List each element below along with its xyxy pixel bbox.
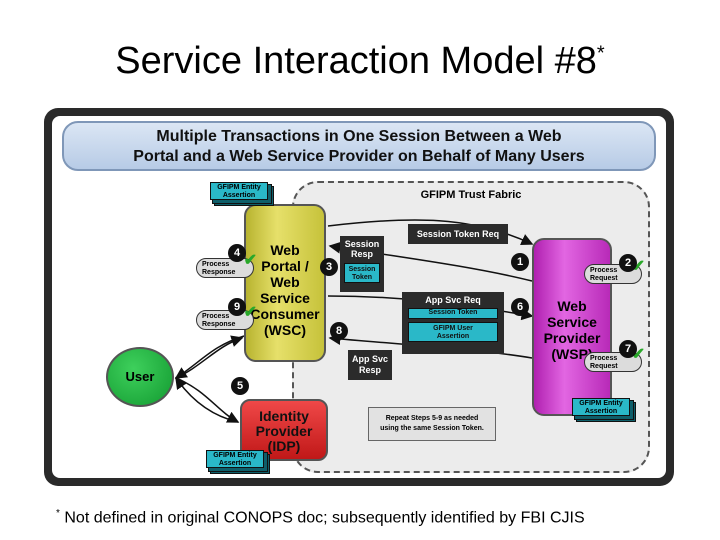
arrow-idp-to-user xyxy=(175,376,239,423)
slide-title: Service Interaction Model #8* xyxy=(0,40,720,83)
web-service-provider: Web Service Provider (WSP) xyxy=(532,238,612,416)
pill-line: Process xyxy=(590,267,618,274)
pill-line: Response xyxy=(202,269,236,276)
note-line: using the same Session Token. xyxy=(380,425,484,432)
wsc-line: (WSC) xyxy=(264,322,306,338)
step-2: 2 xyxy=(619,254,637,272)
user-assertion-line: Assertion xyxy=(436,333,470,340)
idp-line: (IDP) xyxy=(267,438,301,454)
step-1: 1 xyxy=(511,253,529,271)
session-token-card: Session Token xyxy=(408,308,498,319)
session-token-card: Session Token xyxy=(344,263,380,283)
user-assertion-line: GFIPM User xyxy=(433,325,473,332)
assertion-line: GFIPM Entity xyxy=(217,184,261,191)
diagram-frame: Multiple Transactions in One Session Bet… xyxy=(44,108,674,486)
arrow-user-to-wsc xyxy=(175,335,244,379)
step-3: 3 xyxy=(320,258,338,276)
step-8: 8 xyxy=(330,322,348,340)
app-svc-req-label: App Svc Req xyxy=(425,295,481,305)
session-resp-line: Session xyxy=(344,239,380,249)
check-icon: ✔ xyxy=(243,304,257,321)
assertion-line: Assertion xyxy=(218,460,252,467)
session-token-line: Session xyxy=(348,266,376,273)
diagram-banner: Multiple Transactions in One Session Bet… xyxy=(62,121,656,171)
step-4: 4 xyxy=(228,244,246,262)
arrow-session-token-req xyxy=(327,219,534,246)
pill-line: Process xyxy=(202,313,230,320)
app-svc-resp-line: Resp xyxy=(358,365,381,375)
assertion-line: Assertion xyxy=(222,192,256,199)
footnote: * Not defined in original CONOPS doc; su… xyxy=(56,508,585,527)
session-token-line: Token xyxy=(351,274,373,281)
wsc-line: Service xyxy=(260,290,310,306)
pill-line: Response xyxy=(202,321,236,328)
repeat-steps-note: Repeat Steps 5-9 as needed using the sam… xyxy=(368,407,496,441)
wsc-line: Portal / xyxy=(261,258,309,274)
wsp-line: (WSP) xyxy=(551,346,593,362)
title-asterisk: * xyxy=(596,42,605,65)
wsc-line: Web xyxy=(270,242,300,258)
session-token-req-message: Session Token Req xyxy=(408,224,508,244)
arrow-user-to-idp xyxy=(175,377,240,423)
footnote-text: Not defined in original CONOPS doc; subs… xyxy=(64,509,585,527)
pill-line: Process xyxy=(202,261,230,268)
note-line: Repeat Steps 5-9 as needed xyxy=(385,415,479,422)
web-service-consumer: Web Portal / Web Service Consumer (WSC) xyxy=(244,204,326,362)
wsp-line: Web xyxy=(557,298,587,314)
wsc-line: Web xyxy=(270,274,300,290)
banner-line-2: Portal and a Web Service Provider on Beh… xyxy=(133,148,585,165)
assertion-line: Assertion xyxy=(584,408,618,415)
assertion-line: GFIPM Entity xyxy=(213,452,257,459)
user-label: User xyxy=(125,369,155,384)
diagram-canvas: Multiple Transactions in One Session Bet… xyxy=(52,116,666,478)
step-9: 9 xyxy=(228,298,246,316)
wsp-line: Provider xyxy=(543,330,601,346)
session-resp-message: Session Resp Session Token xyxy=(340,236,384,292)
app-svc-resp-message: App Svc Resp xyxy=(348,350,392,380)
pill-line: Request xyxy=(590,363,618,370)
app-svc-req-message: App Svc Req Session Token GFIPM User Ass… xyxy=(402,292,504,354)
assertion-line: GFIPM Entity xyxy=(579,400,623,407)
step-6: 6 xyxy=(511,298,529,316)
pill-line: Process xyxy=(590,355,618,362)
wsp-line: Service xyxy=(547,314,597,330)
idp-line: Identity xyxy=(259,408,309,424)
title-text: Service Interaction Model #8 xyxy=(115,40,597,82)
session-resp-line: Resp xyxy=(350,249,373,259)
pill-line: Request xyxy=(590,275,618,282)
footnote-asterisk: * xyxy=(56,508,60,519)
trust-fabric-label: GFIPM Trust Fabric xyxy=(420,189,522,201)
user-assertion-card: GFIPM User Assertion xyxy=(408,322,498,342)
user-node: User xyxy=(106,347,174,407)
banner-line-1: Multiple Transactions in One Session Bet… xyxy=(156,128,562,145)
check-icon: ✔ xyxy=(243,252,257,269)
step-7: 7 xyxy=(619,340,637,358)
step-5: 5 xyxy=(231,377,249,395)
wsc-line: Consumer xyxy=(250,306,320,322)
app-svc-resp-line: App Svc xyxy=(351,354,388,364)
idp-line: Provider xyxy=(255,423,313,439)
